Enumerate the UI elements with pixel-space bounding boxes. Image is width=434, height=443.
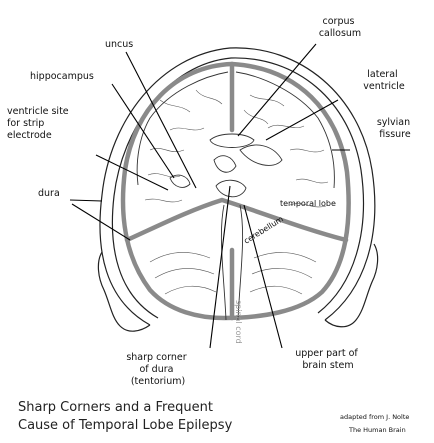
- skull-outline: [99, 47, 376, 326]
- right-hand: [324, 243, 379, 328]
- label-brain-stem: upper part of brain stem: [295, 348, 361, 371]
- label-ventricle-site: ventricle site for strip electrode: [7, 106, 72, 141]
- cerebral-gyri: [136, 71, 335, 208]
- leader-lines: [69, 43, 350, 349]
- label-spinal-cord: spinal cord: [234, 300, 243, 344]
- tentorium: [124, 197, 349, 243]
- brain-stem: [220, 204, 244, 321]
- label-cerebellum: cerebellum: [242, 214, 285, 245]
- cerebellum-folia: [149, 252, 317, 295]
- label-hippocampus: hippocampus: [30, 71, 94, 82]
- label-lateral-ventricle: lateral ventricle: [363, 69, 405, 92]
- label-sharp-corner: sharp corner of dura (tentorium): [126, 352, 189, 387]
- skull-inner-outline: [111, 57, 364, 319]
- label-temporal-lobe: temporal lobe: [280, 199, 336, 208]
- central-structures: [169, 133, 283, 198]
- label-dura: dura: [38, 188, 60, 199]
- credit: adapted from J. Nolte The Human Brain: [340, 413, 411, 434]
- caption: Sharp Corners and a Frequent Cause of Te…: [18, 400, 233, 433]
- label-uncus: uncus: [105, 39, 133, 50]
- left-hand: [97, 251, 151, 332]
- label-corpus-callosum: corpus callosum: [319, 16, 361, 39]
- dura-outline: [120, 61, 351, 321]
- label-sylvian-fissure: sylvian fissure: [377, 117, 413, 140]
